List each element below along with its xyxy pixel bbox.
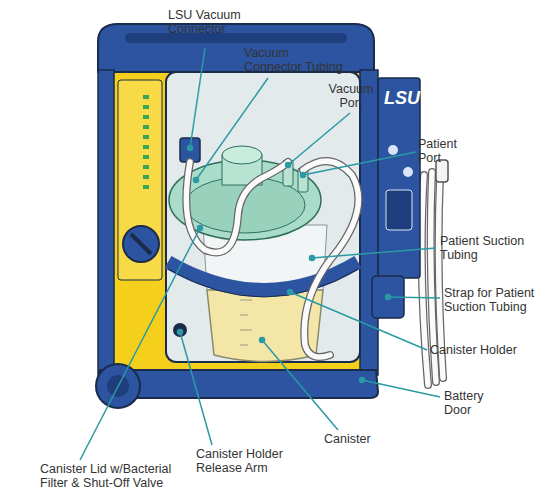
callout-label: Canister bbox=[324, 432, 394, 446]
leader-line bbox=[290, 292, 427, 350]
leader-line bbox=[262, 340, 338, 430]
leader-dot bbox=[288, 290, 293, 295]
leader-dot bbox=[286, 163, 291, 168]
led bbox=[143, 95, 149, 99]
leader-dot bbox=[360, 378, 365, 383]
callout-label: Patient Suction Tubing bbox=[440, 234, 536, 262]
patient-tube bbox=[303, 161, 358, 357]
scale-mark bbox=[240, 330, 252, 331]
panel-fitting bbox=[403, 167, 413, 177]
right-frame bbox=[360, 70, 378, 375]
leader-line bbox=[196, 78, 268, 180]
control-panel bbox=[118, 80, 162, 280]
tubing bbox=[186, 161, 358, 357]
leader-lines bbox=[80, 48, 440, 460]
scale-mark bbox=[240, 300, 252, 301]
callout-label: Vacuum Port bbox=[322, 82, 380, 110]
tube-outline bbox=[303, 161, 358, 357]
left-frame bbox=[98, 70, 114, 375]
knob-grip bbox=[131, 234, 151, 254]
led bbox=[143, 115, 149, 119]
led-bar bbox=[143, 95, 149, 189]
leader-line bbox=[180, 332, 212, 445]
side-panel bbox=[378, 78, 420, 278]
callout-label: Battery Door bbox=[444, 389, 504, 417]
leader-line bbox=[312, 248, 436, 258]
led bbox=[143, 145, 149, 149]
led bbox=[143, 105, 149, 109]
led bbox=[143, 175, 149, 179]
led bbox=[143, 125, 149, 129]
tube-outline bbox=[186, 162, 288, 252]
device-body bbox=[104, 55, 372, 388]
led bbox=[143, 155, 149, 159]
brand-label: LSU bbox=[384, 88, 424, 108]
filter-cap bbox=[222, 146, 262, 164]
control-knob bbox=[123, 226, 159, 262]
panel-fitting bbox=[388, 145, 398, 155]
handle-slot bbox=[125, 33, 347, 43]
vacuum-tube bbox=[186, 162, 288, 252]
leader-dot bbox=[301, 173, 306, 178]
leader-line bbox=[288, 113, 350, 165]
callout-label: LSU Vacuum Connector bbox=[168, 8, 252, 36]
leader-dot bbox=[194, 178, 199, 183]
leader-dot bbox=[178, 330, 183, 335]
leader-line bbox=[388, 297, 440, 298]
leader-line bbox=[362, 380, 440, 397]
led bbox=[143, 165, 149, 169]
leader-dot bbox=[310, 256, 315, 261]
leader-dot bbox=[188, 146, 193, 151]
release-arm bbox=[173, 323, 187, 337]
panel-plate bbox=[386, 190, 412, 230]
scale-mark bbox=[240, 315, 248, 316]
callout-label: Vacuum Connector Tubing bbox=[244, 46, 348, 74]
leader-dot bbox=[198, 226, 203, 231]
callout-label: Canister Holder bbox=[430, 343, 534, 357]
callout-label: Strap for Patient Suction Tubing bbox=[444, 286, 536, 314]
leader-line bbox=[303, 152, 416, 175]
canister-scale bbox=[240, 300, 252, 345]
scale-mark bbox=[240, 345, 248, 346]
callout-label: Canister Holder Release Arm bbox=[196, 447, 308, 475]
led bbox=[143, 135, 149, 139]
led bbox=[143, 185, 149, 189]
leader-line bbox=[80, 228, 200, 460]
leader-dot bbox=[386, 295, 391, 300]
leader-dot bbox=[260, 338, 265, 343]
leader-line bbox=[190, 48, 205, 148]
callout-label: Canister Lid w/Bacterial Filter & Shut-O… bbox=[40, 462, 200, 490]
callout-label: Patient Port bbox=[418, 137, 474, 165]
holder-edge bbox=[168, 269, 358, 297]
